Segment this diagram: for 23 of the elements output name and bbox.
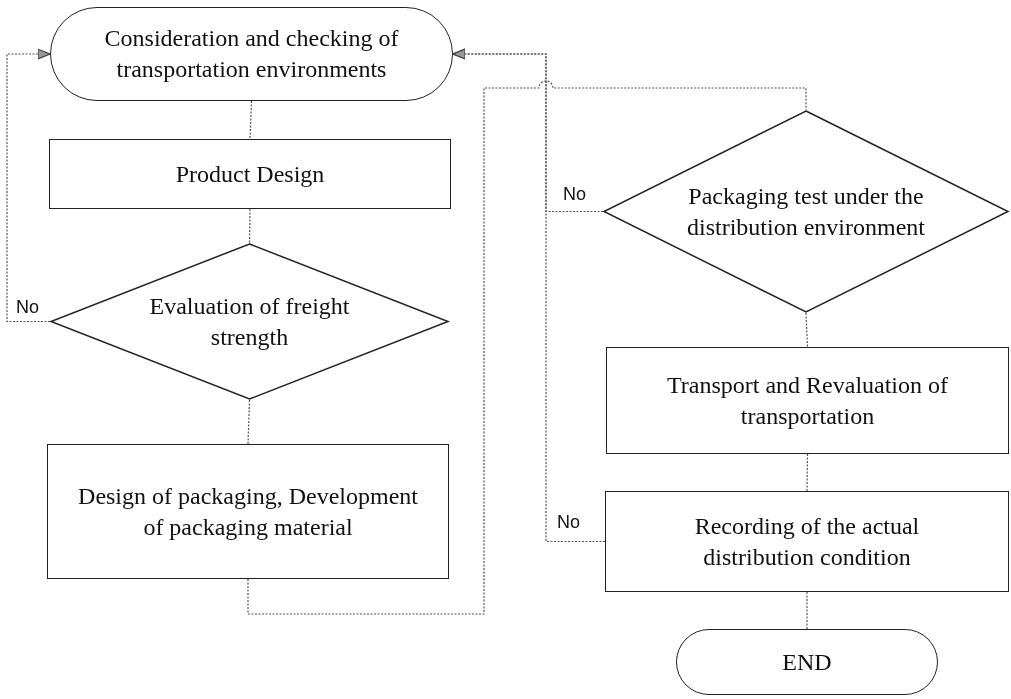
node-label: Design of packaging, Development of packaging material xyxy=(78,481,418,542)
node-label: Evaluation of freight strength xyxy=(149,291,350,352)
process-box xyxy=(606,347,1009,454)
process-box xyxy=(49,139,451,209)
decision-diamond xyxy=(603,110,1009,313)
process-box xyxy=(47,444,449,579)
connector-line xyxy=(247,80,807,615)
node-label: Transport and Revaluation of transportation xyxy=(665,370,950,431)
decision-diamond xyxy=(50,243,449,400)
connector-line xyxy=(249,100,253,140)
node-label: Consideration and checking of transportation environments xyxy=(103,24,400,84)
node-label: Recording of the actual distribution condition xyxy=(693,511,921,572)
connector-line xyxy=(248,208,251,244)
connector-line xyxy=(247,399,251,445)
connector-line xyxy=(806,453,809,492)
arrow xyxy=(6,48,51,323)
node-label: END xyxy=(782,647,832,677)
node-label: Packaging test under the distribution environment xyxy=(686,181,926,242)
connector-line xyxy=(806,591,808,630)
arrow xyxy=(452,48,606,543)
connector-line xyxy=(805,312,809,348)
process-box xyxy=(605,491,1009,592)
node-label: Product Design xyxy=(175,159,325,189)
